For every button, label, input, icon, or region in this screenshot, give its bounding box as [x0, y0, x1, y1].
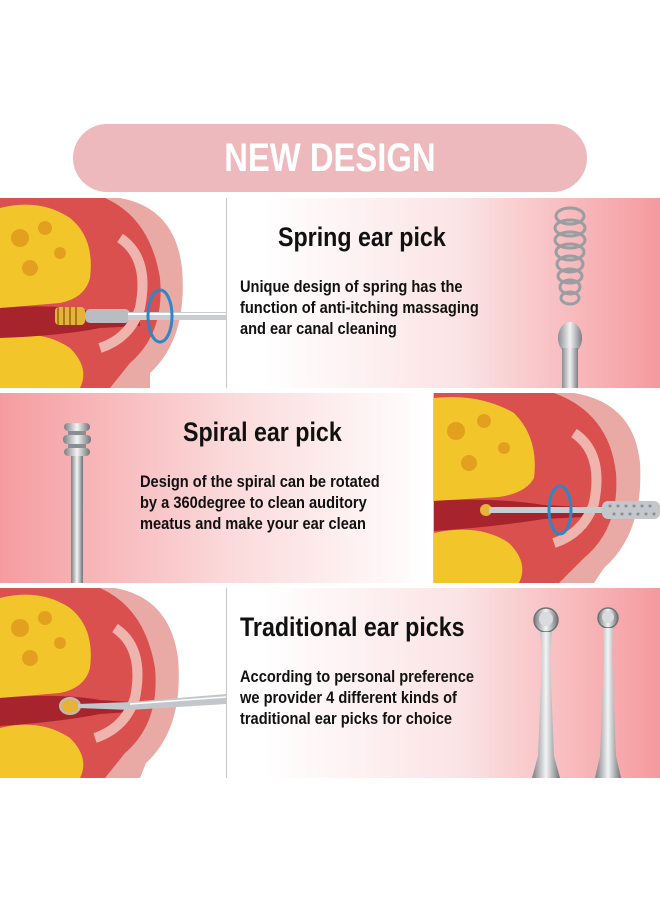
traditional-ear-pick-tools-icon: [532, 607, 621, 778]
spiral-ear-pick-tool-icon: [63, 423, 91, 583]
section-title: Spring ear pick: [278, 222, 446, 252]
section-divider: [226, 198, 227, 388]
section-divider: [226, 588, 227, 778]
section-description: Unique design of spring has the function…: [240, 276, 479, 339]
section-description: Design of the spiral can be rotated by a…: [140, 471, 380, 534]
banner-title: NEW DESIGN: [224, 135, 436, 180]
spring-ear-pick-tool-icon: [553, 206, 587, 388]
section-title: Spiral ear pick: [183, 417, 342, 447]
description-line: by a 360degree to clean auditory: [140, 493, 367, 512]
section-spiral-ear-pick: Spiral ear pick Design of the spiral can…: [0, 393, 660, 583]
section-divider: [433, 393, 434, 583]
description-line: and ear canal cleaning: [240, 319, 397, 338]
description-line: Unique design of spring has the: [240, 277, 463, 296]
description-line: meatus and make your ear clean: [140, 514, 366, 533]
description-line: function of anti-itching massaging: [240, 298, 479, 317]
ear-cross-section-illustration-icon: [0, 588, 226, 778]
ear-cross-section-illustration-icon: [0, 198, 226, 388]
section-traditional-ear-picks: Traditional ear picks According to perso…: [0, 588, 660, 778]
section-title: Traditional ear picks: [240, 612, 465, 642]
description-line: traditional ear picks for choice: [240, 709, 453, 728]
description-line: we provider 4 different kinds of: [240, 688, 457, 707]
description-line: According to personal preference: [240, 667, 474, 686]
section-spring-ear-pick: Spring ear pick Unique design of spring …: [0, 198, 660, 388]
new-design-banner: NEW DESIGN: [73, 124, 587, 192]
ear-cross-section-illustration-icon: [434, 393, 660, 583]
section-description: According to personal preference we prov…: [240, 666, 474, 729]
description-line: Design of the spiral can be rotated: [140, 472, 380, 491]
